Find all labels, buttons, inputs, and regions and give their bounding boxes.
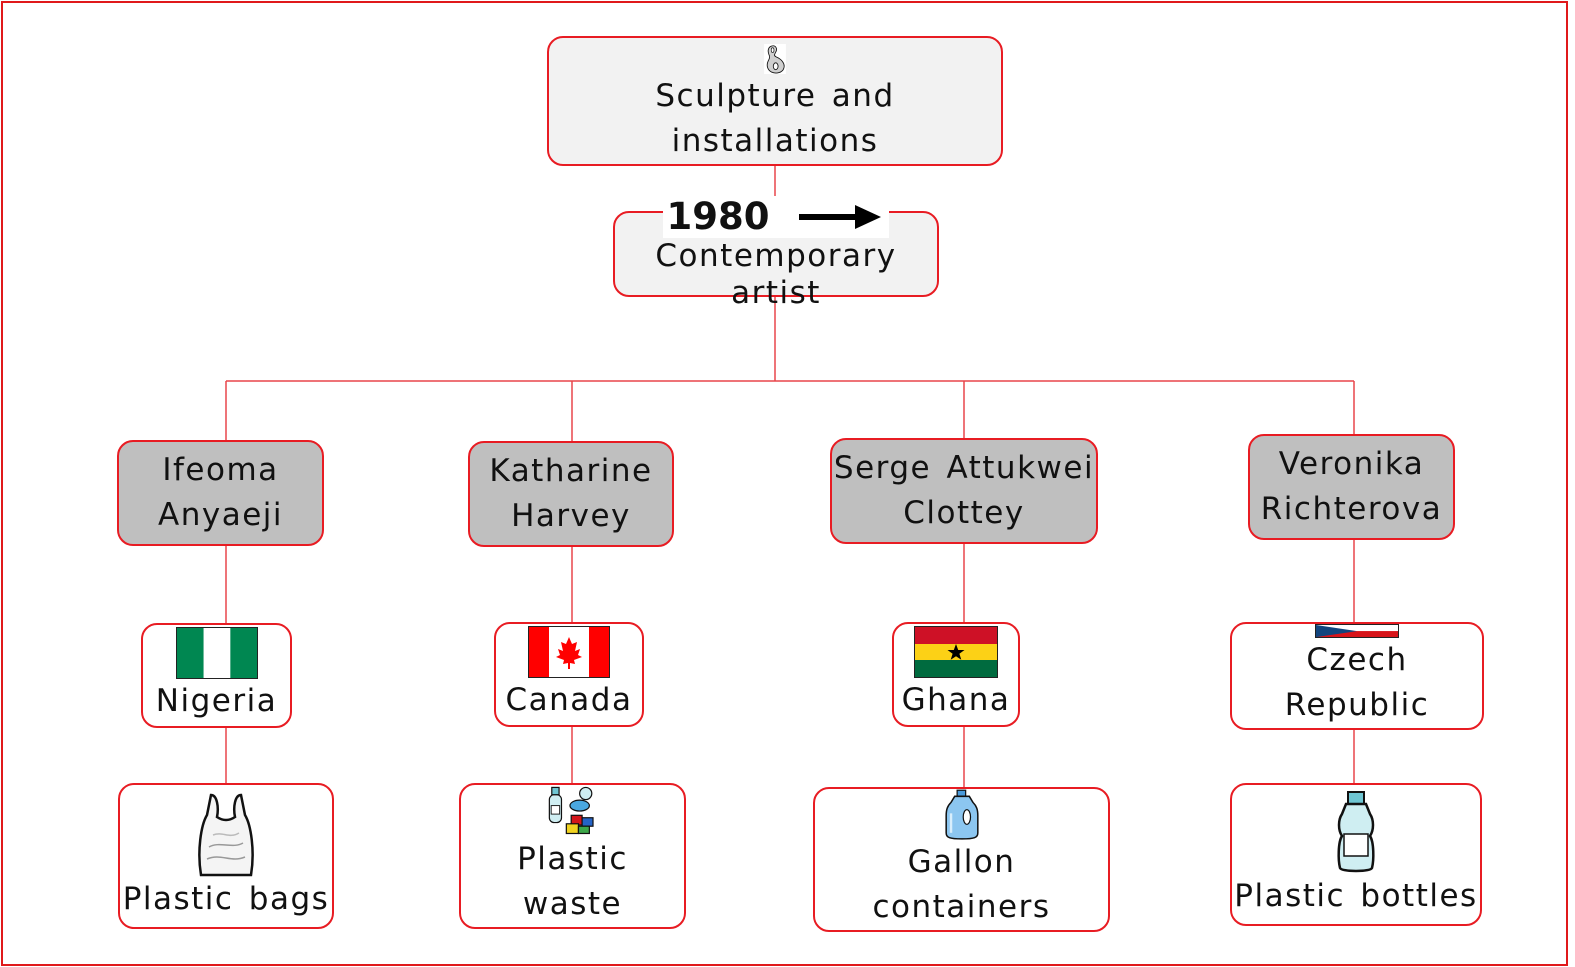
artist-name-line2: Anyaeji: [158, 497, 283, 533]
material-node-plastic-bags: Plastic bags: [118, 783, 334, 929]
country-label: Czech Republic: [1284, 642, 1430, 724]
period-label: Contemporary artist: [655, 238, 897, 312]
country-label: Ghana: [901, 682, 1011, 719]
root-node: Sculpture and installations: [547, 36, 1003, 166]
sculpture-icon: [764, 44, 786, 75]
country-node-czech-republic: Czech Republic: [1230, 622, 1484, 730]
ghana-flag-icon: [914, 626, 998, 679]
artist-node-serge-attukwei-clottey: Serge Attukwei Clottey: [830, 438, 1098, 544]
period-node: 1980 Contemporary artist: [613, 195, 939, 311]
artist-node-veronika-richterova: Veronika Richterova: [1248, 434, 1455, 540]
artist-name-line1: Ifeoma: [162, 452, 279, 489]
artist-node-ifeoma-anyaeji: Ifeoma Anyaeji: [117, 440, 324, 546]
artist-name-line2: Clottey: [903, 495, 1025, 531]
country-node-nigeria: Nigeria: [141, 623, 292, 728]
country-node-canada: Canada: [494, 622, 644, 727]
material-label: Plastic bags: [122, 880, 330, 917]
artist-name-line2: Richterova: [1260, 491, 1443, 527]
plastic-waste-icon: [548, 786, 594, 835]
gallon-container-icon: [944, 789, 979, 840]
root-label: Sculpture and installations: [655, 78, 895, 160]
canada-flag-icon: [528, 626, 610, 679]
artist-name-line2: Harvey: [511, 498, 631, 534]
artist-name-line1: Veronika: [1278, 446, 1425, 483]
plastic-bag-icon: [198, 793, 254, 876]
period-year: 1980: [666, 194, 770, 238]
czech-flag-icon: [1315, 624, 1399, 639]
arrow-right-icon: [799, 204, 882, 229]
material-node-plastic-waste: Plastic waste: [459, 783, 686, 929]
period-year-row: 1980: [662, 194, 890, 239]
material-label: Plastic waste: [517, 841, 628, 923]
material-node-plastic-bottles: Plastic bottles: [1230, 783, 1482, 926]
country-node-ghana: Ghana: [892, 622, 1020, 727]
country-label: Canada: [505, 682, 633, 719]
artist-name-line1: Serge Attukwei: [833, 450, 1095, 487]
artist-name-line1: Katharine: [489, 453, 653, 490]
country-label: Nigeria: [155, 683, 278, 720]
nigeria-flag-icon: [175, 627, 258, 680]
material-label: Plastic bottles: [1234, 878, 1478, 915]
material-node-gallon-containers: Gallon containers: [813, 787, 1110, 932]
plastic-bottle-icon: [1337, 791, 1375, 873]
material-label: Gallon containers: [872, 844, 1051, 926]
artist-node-katharine-harvey: Katharine Harvey: [468, 441, 674, 547]
